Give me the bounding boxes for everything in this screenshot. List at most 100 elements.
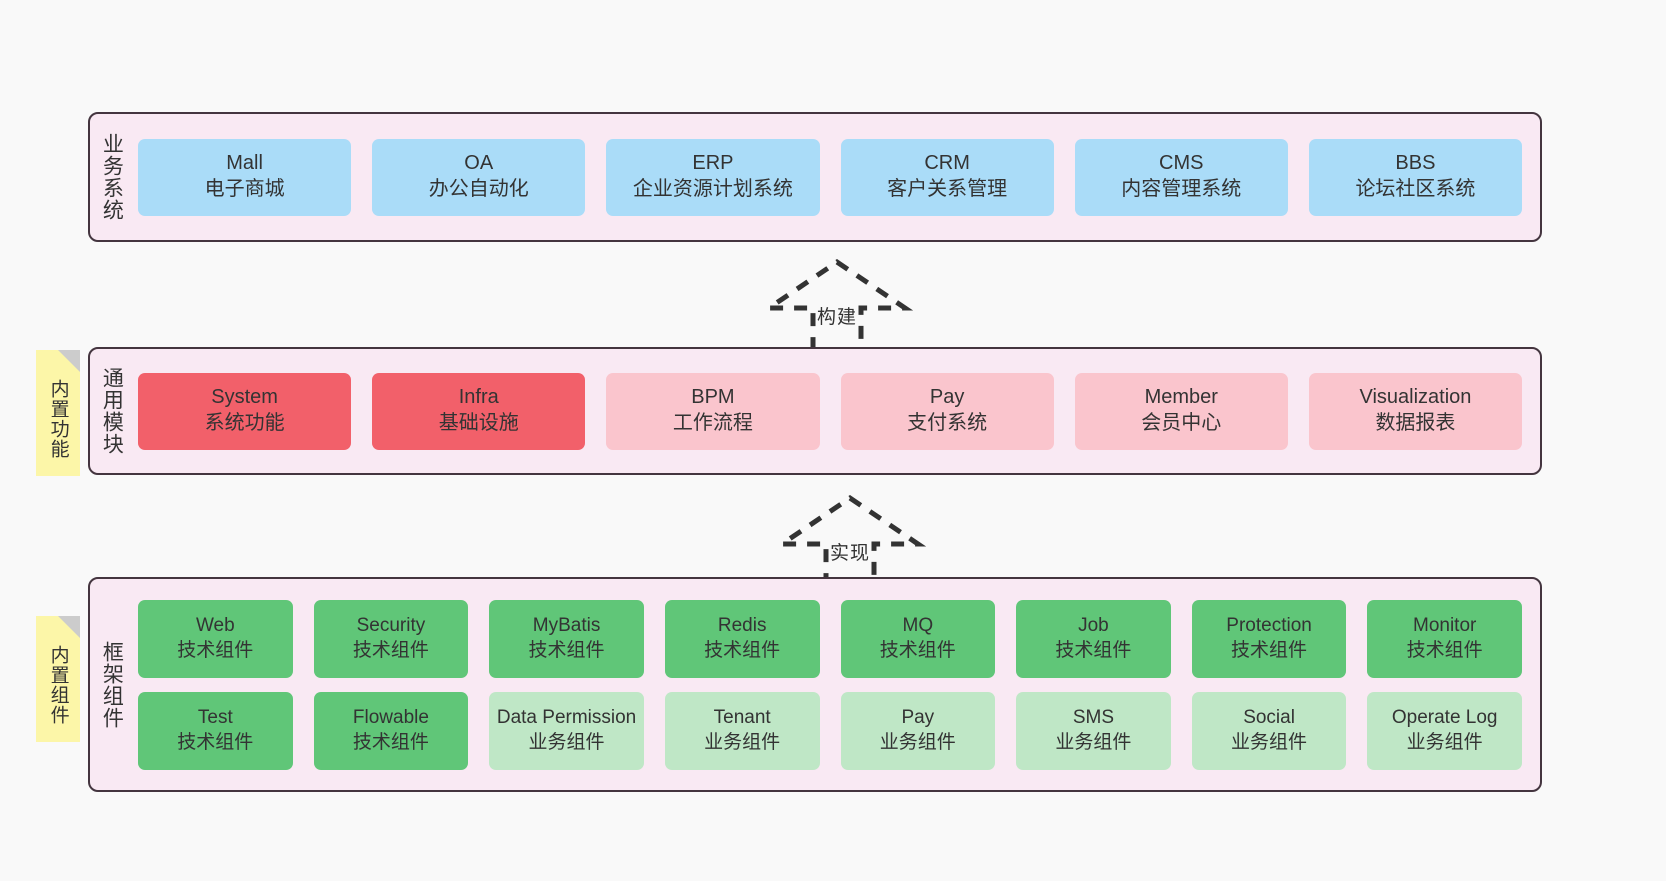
card-title: OA xyxy=(464,152,494,175)
layer-cards-business: Mall 电子商城 OA 办公自动化 ERP 企业资源计划系统 CRM 客户关系… xyxy=(132,114,1540,240)
card-data-permission[interactable]: Data Permission 业务组件 xyxy=(489,691,644,770)
card-subtitle: 基础设施 xyxy=(438,412,519,434)
card-title: Test xyxy=(197,707,233,729)
card-mall[interactable]: Mall 电子商城 xyxy=(138,138,352,216)
card-title: Protection xyxy=(1226,615,1312,637)
card-subtitle: 论坛社区系统 xyxy=(1355,178,1476,200)
card-title: MyBatis xyxy=(532,615,601,637)
card-operate-log[interactable]: Operate Log 业务组件 xyxy=(1367,691,1522,770)
layer-label-common-modules: 通用模块 xyxy=(100,367,124,455)
card-sms[interactable]: SMS 业务组件 xyxy=(1016,691,1171,770)
card-title: Job xyxy=(1078,615,1109,637)
card-subtitle: 技术组件 xyxy=(528,639,605,661)
card-test[interactable]: Test 技术组件 xyxy=(138,691,293,770)
card-title: Flowable xyxy=(352,707,429,729)
card-subtitle: 业务组件 xyxy=(1231,731,1308,753)
card-security[interactable]: Security 技术组件 xyxy=(313,599,469,678)
card-title: CMS xyxy=(1159,152,1204,175)
card-web[interactable]: Web 技术组件 xyxy=(138,599,293,678)
card-job[interactable]: Job 技术组件 xyxy=(1016,599,1171,678)
card-crm[interactable]: CRM 客户关系管理 xyxy=(840,138,1054,216)
card-subtitle: 客户关系管理 xyxy=(887,178,1008,200)
card-infra[interactable]: Infra 基础设施 xyxy=(372,372,586,450)
layer-common-modules: 通用模块 System 系统功能 Infra 基础设施 BPM 工作流程 Pay… xyxy=(88,347,1542,475)
layer-framework-components: 框架组件 Web 技术组件 Security 技术组件 MyBatis 技术组件… xyxy=(88,577,1542,792)
card-subtitle: 技术组件 xyxy=(1231,639,1308,661)
card-pay-component[interactable]: Pay 业务组件 xyxy=(840,691,996,770)
card-member[interactable]: Member 会员中心 xyxy=(1074,372,1288,450)
card-title: Data Permission xyxy=(496,707,637,729)
sticky-tag-builtin-component: 内置组件 xyxy=(36,616,80,742)
card-row: Test 技术组件 Flowable 技术组件 Data Permission … xyxy=(138,691,1522,770)
card-bpm[interactable]: BPM 工作流程 xyxy=(606,372,820,450)
card-subtitle: 企业资源计划系统 xyxy=(632,178,793,200)
card-row: Mall 电子商城 OA 办公自动化 ERP 企业资源计划系统 CRM 客户关系… xyxy=(138,138,1523,216)
card-subtitle: 数据报表 xyxy=(1375,412,1456,434)
card-title: Operate Log xyxy=(1391,707,1498,729)
layer-business-systems: 业务系统 Mall 电子商城 OA 办公自动化 ERP 企业资源计划系统 CRM… xyxy=(88,112,1542,242)
card-title: CRM xyxy=(924,152,970,175)
card-cms[interactable]: CMS 内容管理系统 xyxy=(1074,138,1288,216)
layer-label-framework-components: 框架组件 xyxy=(100,640,124,729)
card-mybatis[interactable]: MyBatis 技术组件 xyxy=(489,599,644,678)
card-subtitle: 技术组件 xyxy=(879,639,956,661)
layer-cards-framework: Web 技术组件 Security 技术组件 MyBatis 技术组件 Redi… xyxy=(132,579,1540,790)
card-subtitle: 技术组件 xyxy=(352,639,429,661)
sticky-tag-label: 内置功能 xyxy=(47,379,69,459)
card-subtitle: 会员中心 xyxy=(1141,412,1222,434)
sticky-tag-builtin-function: 内置功能 xyxy=(36,350,80,476)
card-title: Pay xyxy=(929,386,965,409)
card-title: Pay xyxy=(901,707,935,729)
card-title: MQ xyxy=(902,615,934,637)
card-title: Monitor xyxy=(1413,615,1477,637)
card-title: ERP xyxy=(692,152,734,175)
card-erp[interactable]: ERP 企业资源计划系统 xyxy=(606,138,820,216)
card-title: Visualization xyxy=(1359,386,1472,409)
card-redis[interactable]: Redis 技术组件 xyxy=(664,599,820,678)
layer-cards-common: System 系统功能 Infra 基础设施 BPM 工作流程 Pay 支付系统… xyxy=(132,349,1540,473)
card-title: Infra xyxy=(458,386,499,409)
card-title: SMS xyxy=(1072,707,1115,729)
connector-implement: 实现 xyxy=(770,492,930,590)
card-row: Web 技术组件 Security 技术组件 MyBatis 技术组件 Redi… xyxy=(138,599,1522,678)
card-mq[interactable]: MQ 技术组件 xyxy=(840,599,996,678)
card-subtitle: 技术组件 xyxy=(177,639,254,661)
card-subtitle: 业务组件 xyxy=(1406,731,1483,753)
card-row: System 系统功能 Infra 基础设施 BPM 工作流程 Pay 支付系统… xyxy=(138,372,1523,450)
card-visualization[interactable]: Visualization 数据报表 xyxy=(1308,372,1523,450)
sticky-tag-label: 内置组件 xyxy=(47,645,69,725)
card-title: Tenant xyxy=(713,707,771,729)
card-oa[interactable]: OA 办公自动化 xyxy=(372,138,586,216)
card-title: System xyxy=(211,386,278,409)
card-subtitle: 业务组件 xyxy=(1055,731,1132,753)
card-subtitle: 业务组件 xyxy=(879,731,956,753)
card-subtitle: 技术组件 xyxy=(1406,639,1483,661)
card-subtitle: 技术组件 xyxy=(704,639,781,661)
page-fold-icon xyxy=(58,616,80,638)
layer-label-business-systems: 业务系统 xyxy=(100,133,124,221)
card-social[interactable]: Social 业务组件 xyxy=(1191,691,1347,770)
card-title: Web xyxy=(195,615,235,637)
card-flowable[interactable]: Flowable 技术组件 xyxy=(313,691,469,770)
card-subtitle: 技术组件 xyxy=(1055,639,1132,661)
card-pay-module[interactable]: Pay 支付系统 xyxy=(840,372,1054,450)
card-subtitle: 电子商城 xyxy=(204,178,285,200)
card-subtitle: 内容管理系统 xyxy=(1121,178,1242,200)
card-title: BPM xyxy=(691,386,735,409)
card-subtitle: 业务组件 xyxy=(704,731,781,753)
card-system[interactable]: System 系统功能 xyxy=(138,372,352,450)
card-tenant[interactable]: Tenant 业务组件 xyxy=(664,691,820,770)
card-subtitle: 技术组件 xyxy=(352,731,429,753)
card-bbs[interactable]: BBS 论坛社区系统 xyxy=(1308,138,1523,216)
connector-build: 构建 xyxy=(757,256,917,354)
card-subtitle: 工作流程 xyxy=(672,412,753,434)
card-monitor[interactable]: Monitor 技术组件 xyxy=(1367,599,1522,678)
card-subtitle: 技术组件 xyxy=(177,731,254,753)
card-subtitle: 办公自动化 xyxy=(428,178,529,200)
card-title: Security xyxy=(356,615,426,637)
card-title: Member xyxy=(1144,386,1218,409)
card-protection[interactable]: Protection 技术组件 xyxy=(1191,599,1347,678)
card-subtitle: 支付系统 xyxy=(907,412,988,434)
connector-label-build: 构建 xyxy=(816,307,857,328)
